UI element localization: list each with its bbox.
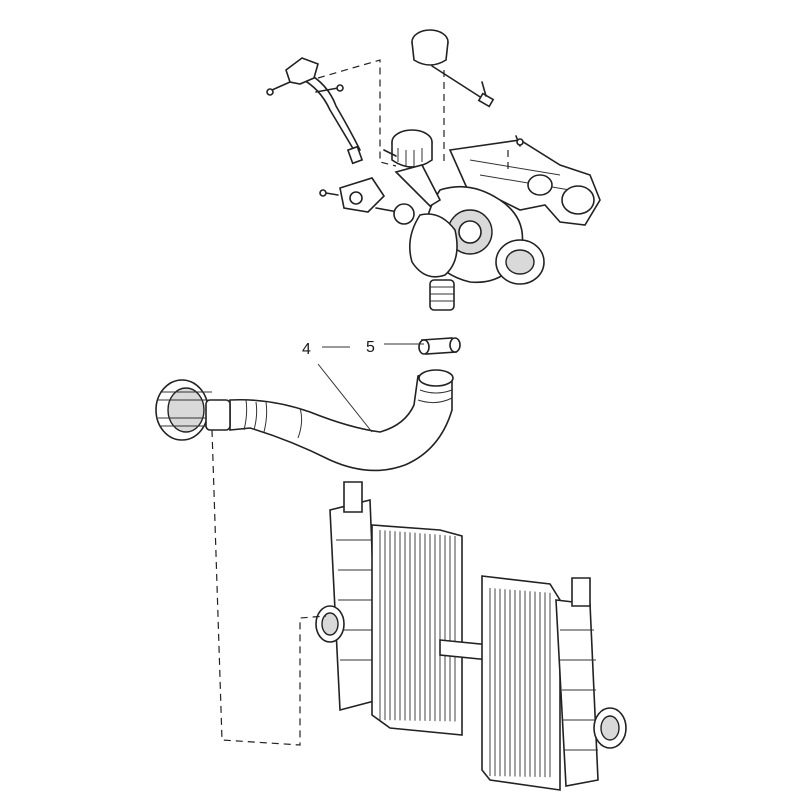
routing-dashed-line	[211, 429, 327, 746]
charge-air-hose-part-4	[155, 369, 454, 472]
callout-4: 4	[302, 341, 373, 433]
charge-air-cooler-left	[315, 481, 491, 736]
assembly-leader-lines	[317, 59, 509, 172]
charge-air-cooler-right	[481, 575, 627, 791]
callout-5: 5	[366, 339, 424, 356]
callout-5-label: 5	[366, 339, 375, 356]
cooler-left-fins	[379, 530, 456, 722]
turbocharger-assembly	[266, 29, 601, 311]
cooler-right-fins	[489, 588, 551, 778]
hose-clamp-part-5	[418, 337, 461, 355]
callout-4-label: 4	[302, 341, 311, 358]
